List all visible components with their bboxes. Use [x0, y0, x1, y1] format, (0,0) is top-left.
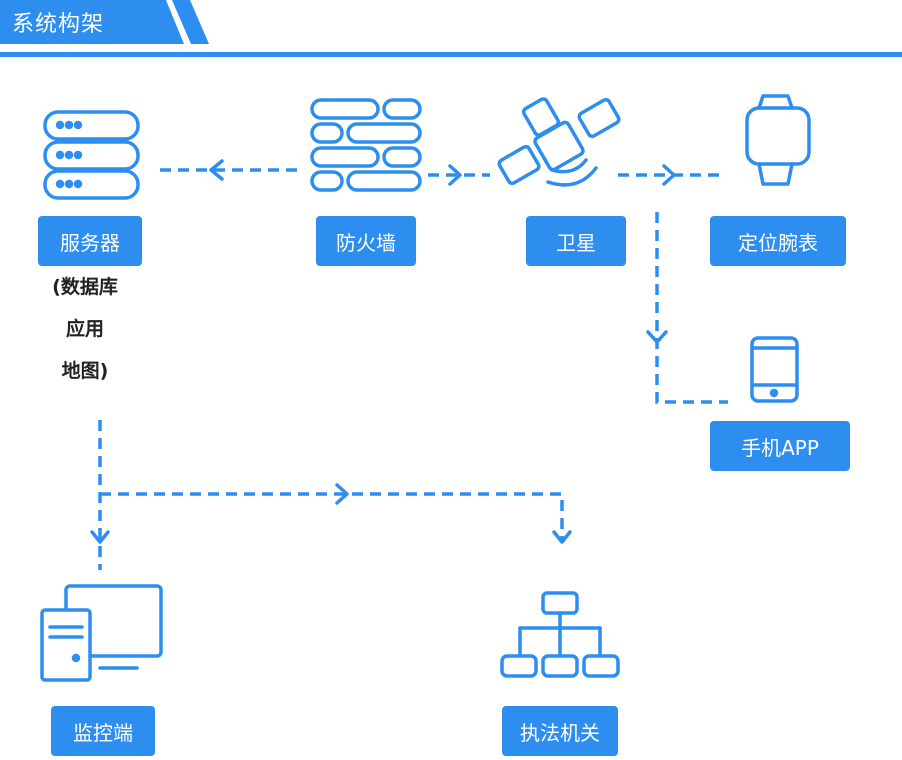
- arrow-down-icon: [552, 530, 572, 544]
- server-label: 服务器: [38, 216, 142, 266]
- arrow-right-icon: [335, 483, 349, 505]
- server-note-line-1: (数据库: [52, 276, 118, 298]
- satellite-icon: [497, 97, 621, 187]
- arrow-down-icon: [646, 330, 668, 344]
- connector-server-enforcement: [100, 492, 564, 540]
- server-note-line-2: 应用: [65, 318, 104, 340]
- server-note-line-3: 地图): [61, 360, 109, 382]
- header-banner: [0, 0, 902, 57]
- phone-icon: [750, 336, 799, 403]
- page-title: 系统构架: [12, 12, 105, 37]
- header-underline: [0, 52, 902, 57]
- monitor-icon: [40, 584, 163, 682]
- phone-app-label: 手机APP: [710, 421, 850, 471]
- watch-label: 定位腕表: [710, 216, 846, 266]
- arrow-left-icon: [209, 159, 224, 181]
- header-stripe: [172, 0, 209, 44]
- arrow-down-icon: [90, 530, 110, 544]
- connectors: [98, 168, 728, 570]
- header-tab: [0, 0, 184, 44]
- firewall-icon: [310, 98, 422, 192]
- arrow-right-icon: [448, 164, 462, 186]
- connector-satellite-phone: [655, 212, 728, 404]
- enforcement-label: 执法机关: [502, 706, 618, 756]
- org-chart-icon: [500, 591, 620, 678]
- section-header: 系统构架: [0, 0, 902, 60]
- firewall-label: 防火墙: [316, 216, 416, 266]
- satellite-label: 卫星: [526, 216, 626, 266]
- arrow-right-icon: [662, 164, 676, 186]
- monitor-label: 监控端: [51, 706, 155, 756]
- server-icon: [43, 110, 140, 200]
- watch-icon: [745, 94, 811, 186]
